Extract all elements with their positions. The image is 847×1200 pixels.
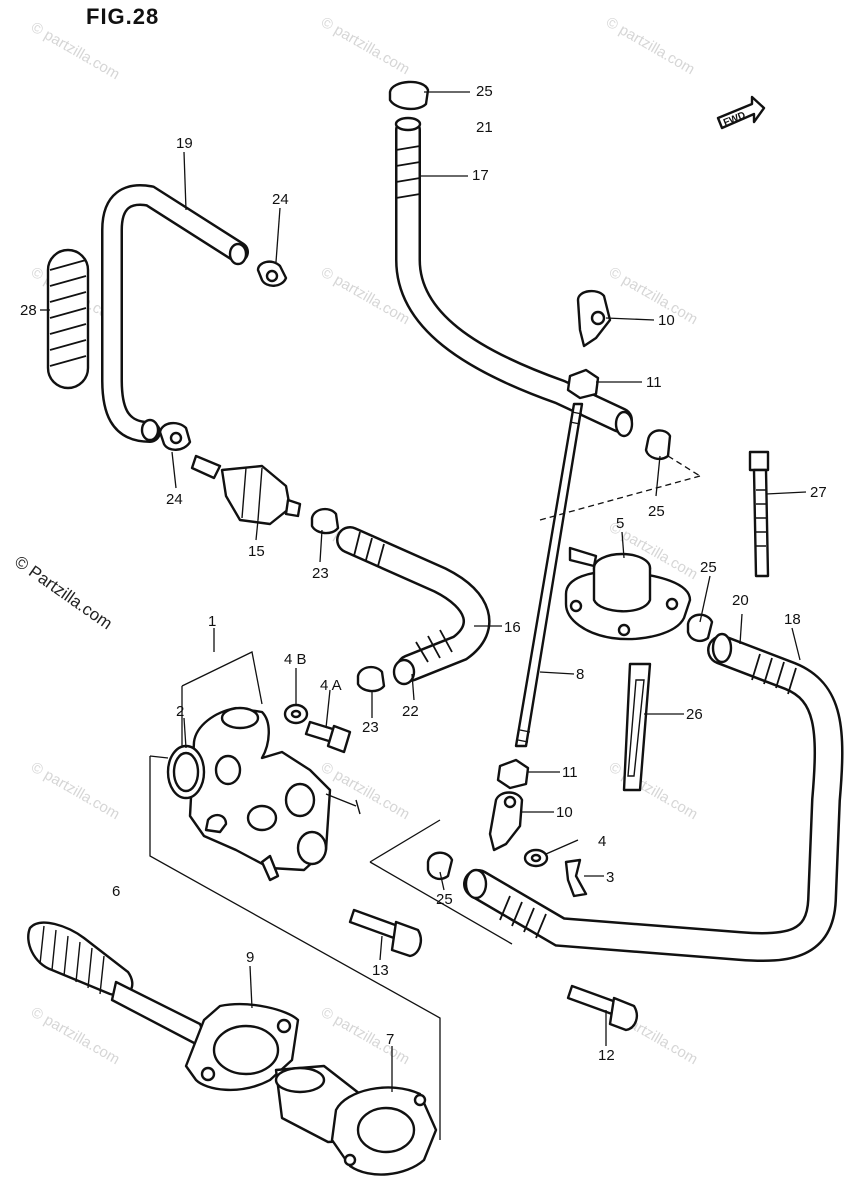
callout-label: 10 [658,312,675,329]
part-25-clamp [388,80,430,111]
part-2-o-ring [166,744,206,800]
part-17-hose [394,116,634,438]
part-24-clamp [158,421,192,451]
part-10-fitting [488,791,524,852]
callout-label: 2 [176,703,184,720]
fwd-label: FWD [722,110,747,129]
callout-label: 11 [562,764,578,781]
callout-label: 7 [386,1031,394,1048]
callout-label: 20 [732,592,749,609]
watermark: © partzilla.com [28,759,123,823]
part-11-nut [566,368,600,400]
watermark: © partzilla.com [606,759,701,823]
part-15-fuel-filter [190,454,302,526]
callout-label: 25 [436,891,453,908]
part-7-housing [274,1064,438,1176]
callout-label: 5 [616,515,624,532]
watermark: © partzilla.com [318,14,413,78]
part-28-spiral-wrap [46,248,90,390]
callout-label: 4 B [284,651,307,668]
assembly-bracket [149,651,513,1140]
callout-label: 4 [598,833,606,850]
callout-label: 23 [362,719,379,736]
callout-labels: 25 21 17 19 24 28 10 11 24 25 27 15 23 5… [20,83,827,1064]
part-8-rod [514,402,584,748]
callout-label: 19 [176,135,193,152]
callout-label: 12 [598,1047,615,1064]
part-13-bolt [348,908,422,958]
part-25-clamp [644,429,672,461]
part-6-drive-shaft [27,921,208,1046]
watermark: © partzilla.com [28,1004,123,1068]
callout-label: 23 [312,565,329,582]
callout-label: 13 [372,962,389,979]
part-10-fitting [576,289,612,348]
part-5-fuel-pump [564,546,692,641]
part-27-tie-strap [748,450,770,578]
part-25-clamp [686,613,714,643]
callout-label: 18 [784,611,801,628]
callout-label: 25 [700,559,717,576]
callout-label: 1 [208,613,216,630]
callout-label: 26 [686,706,703,723]
callout-label: 24 [166,491,183,508]
callout-label: 24 [272,191,289,208]
part-16-hose [336,526,491,686]
part-12-bolt [566,984,638,1032]
leader-lines [40,91,807,1092]
part-18-hose [463,632,844,963]
figure-title: FIG.28 [86,4,160,29]
part-23-clamp [310,507,340,535]
callout-label: 22 [402,703,419,720]
callout-label: 27 [810,484,827,501]
part-1-oil-pump [188,706,361,882]
watermark: © partzilla.com [28,19,123,83]
part-19-hose [101,184,249,443]
reference-line [539,455,701,521]
part-26-strap [622,662,652,792]
callout-label: 15 [248,543,265,560]
part-4b-washer [283,703,309,725]
part-4-washer [523,848,549,868]
part-4a-bolt [304,720,352,754]
part-23-clamp [356,665,386,693]
watermark: © partzilla.com [603,14,698,78]
part-3-clip [564,858,588,898]
callout-label: 25 [648,503,665,520]
callout-label: 8 [576,666,584,683]
callout-label: 25 [476,83,493,100]
callout-label: 21 [476,119,493,136]
watermark: © partzilla.com [318,759,413,823]
callout-label: 16 [504,619,521,636]
callout-label: 9 [246,949,254,966]
callout-label: 17 [472,167,489,184]
callout-label: 11 [646,374,662,391]
callout-label: 28 [20,302,37,319]
fwd-arrow-icon: FWD [716,95,766,130]
part-24-clamp [256,260,288,287]
callout-label: 10 [556,804,573,821]
watermark: © partzilla.com [318,1004,413,1068]
callout-label: 4 A [320,677,342,694]
callout-label: 6 [112,883,120,900]
part-25-clamp [426,851,454,881]
callout-label: 3 [606,869,614,886]
part-11-nut [496,758,530,790]
